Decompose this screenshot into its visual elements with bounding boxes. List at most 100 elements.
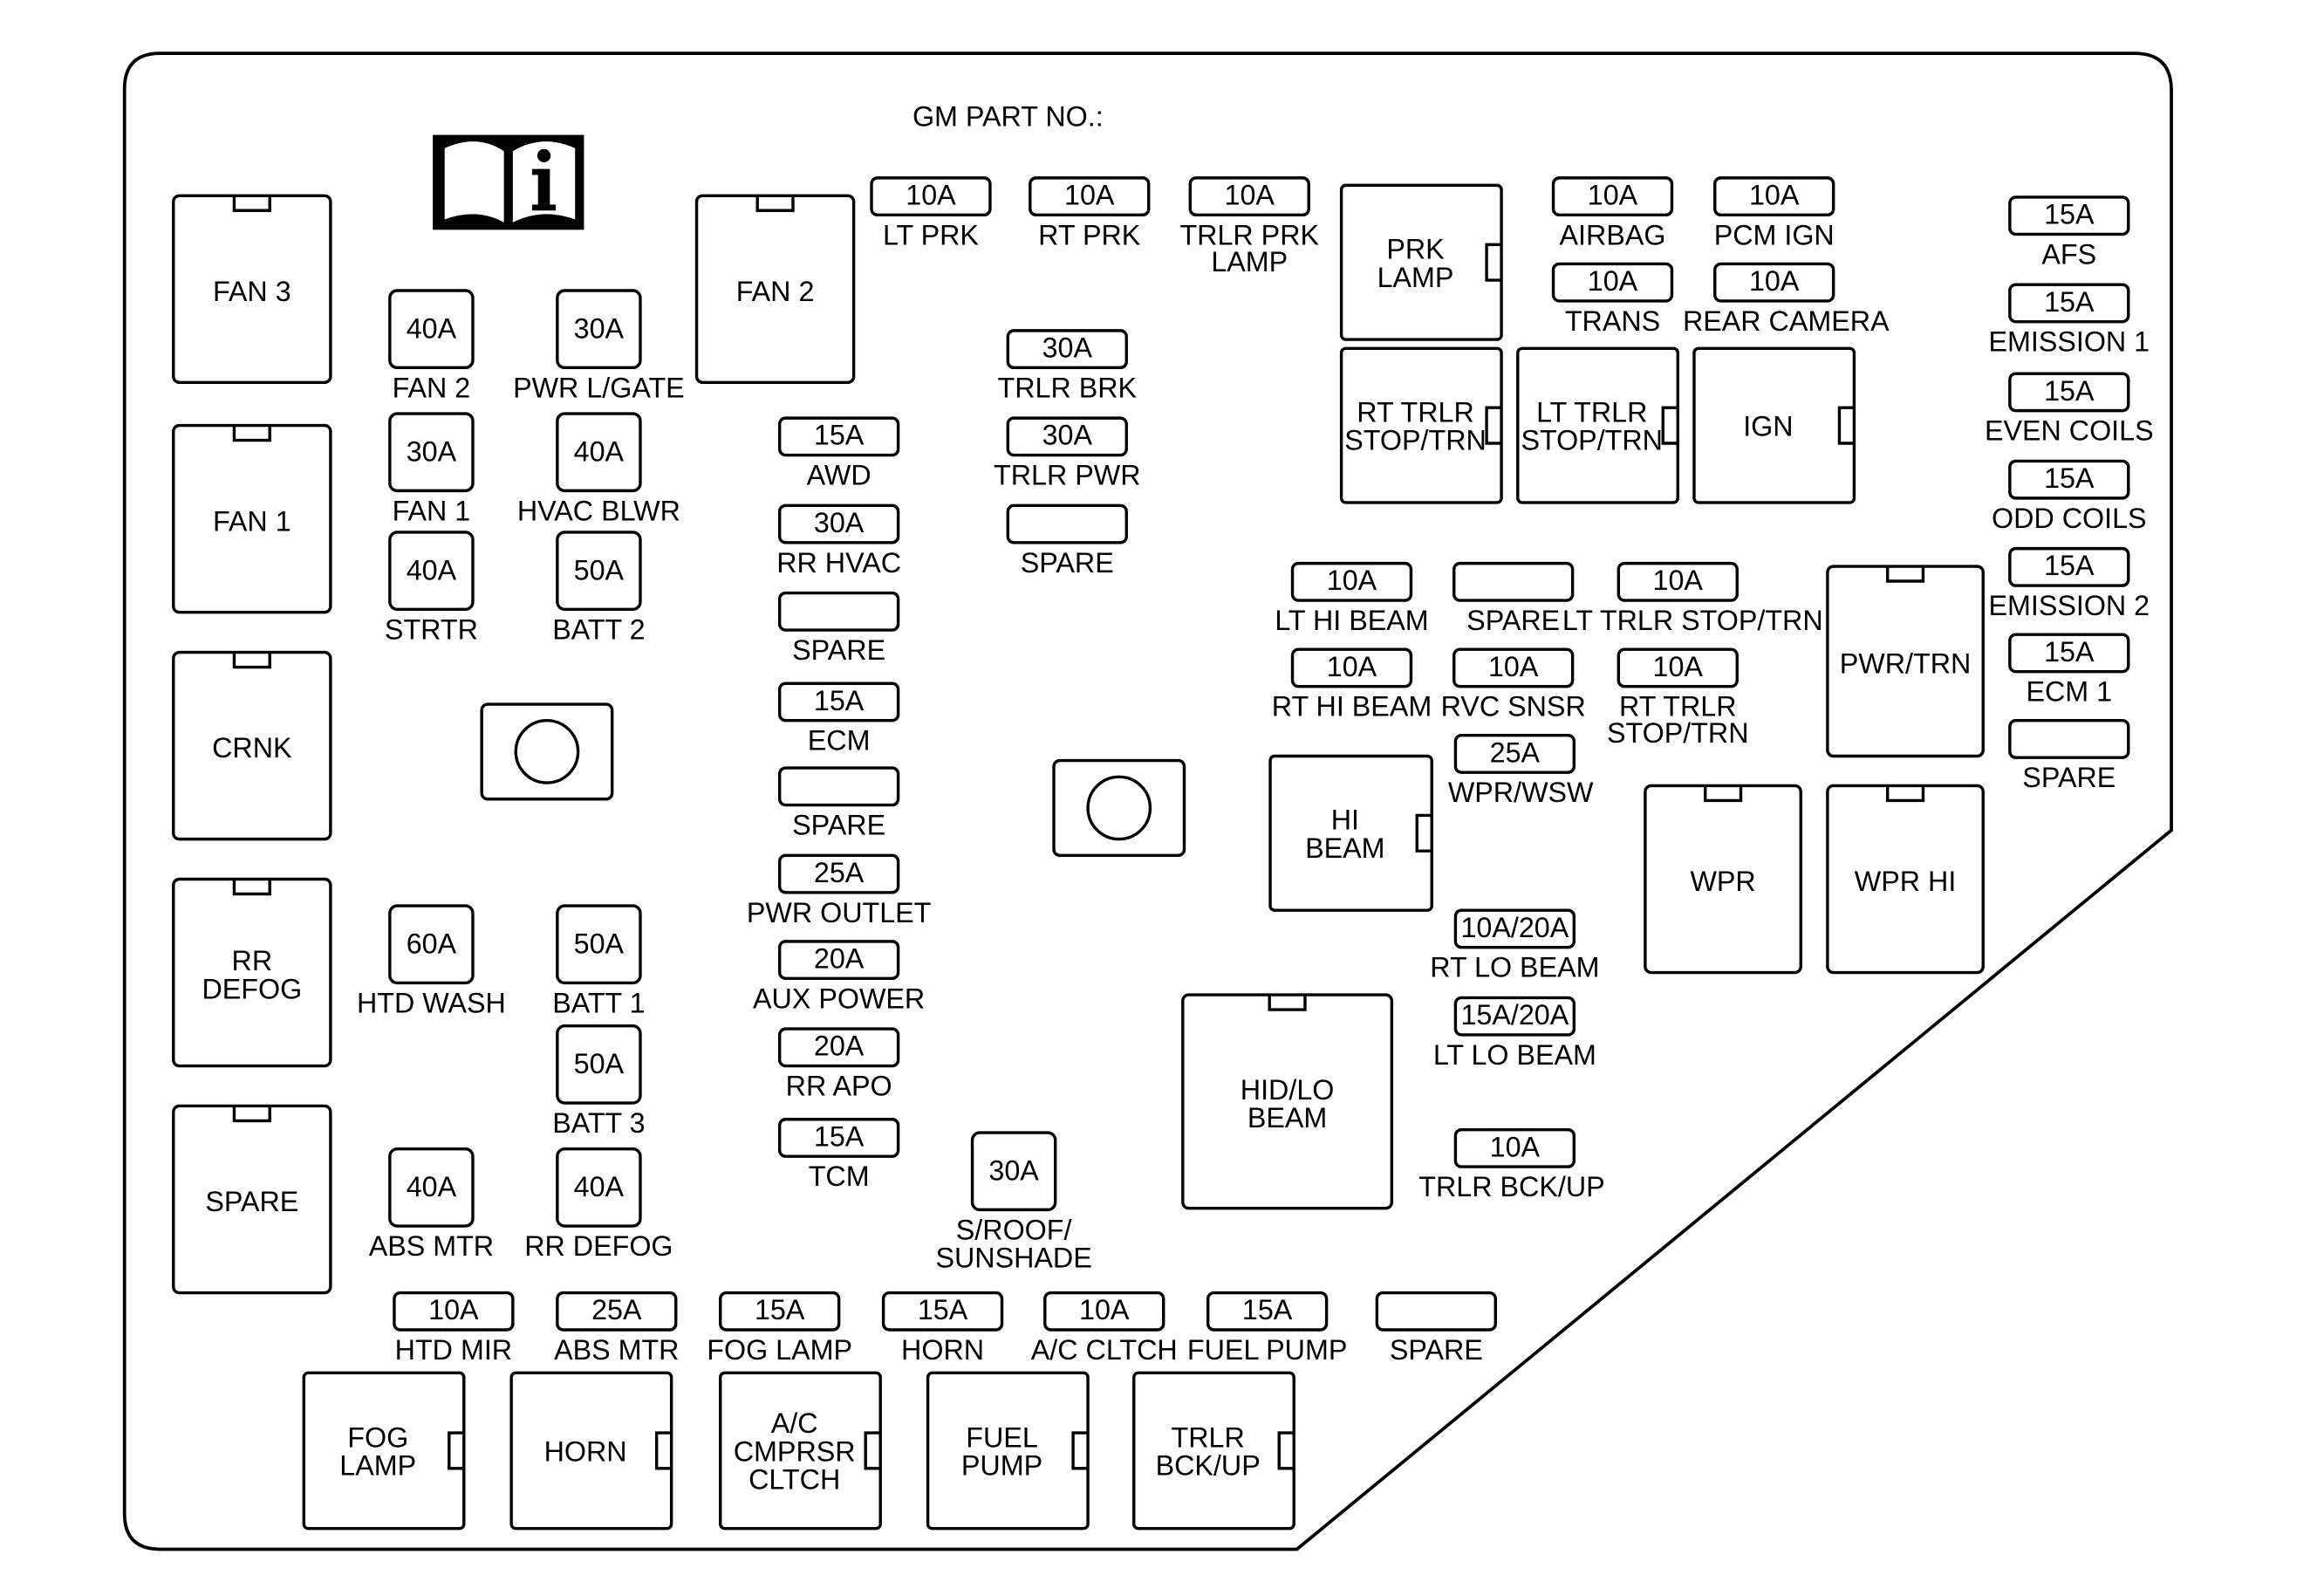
fuse-rating: 20A xyxy=(814,1031,865,1062)
fuse-label: A/C CLTCH xyxy=(1031,1334,1178,1366)
relay-ign: IGN xyxy=(1692,346,1856,504)
fuse-rating: 30A xyxy=(1042,332,1093,363)
fuse-rating: 10A xyxy=(1749,179,1800,210)
maxi-fuse-sroof-sunshade: 30A S/ROOF/SUNSHADE xyxy=(935,1131,1092,1274)
fuse-label: SPARE xyxy=(1390,1334,1483,1366)
fuse-label: HTD WASH xyxy=(357,987,506,1018)
relay-label: PRK xyxy=(1386,234,1445,265)
fuse-label: BATT 1 xyxy=(552,987,645,1018)
fuse-label: RT PRK xyxy=(1038,219,1141,250)
fuse-label: STOP/TRN xyxy=(1607,717,1749,749)
relay-horn-relay: HORN xyxy=(509,1371,673,1531)
fuse-label: TRANS xyxy=(1565,305,1660,337)
fuse-rating: 40A xyxy=(574,1171,625,1202)
fuse-label: LT HI BEAM xyxy=(1275,605,1428,636)
fuse-label: BATT 2 xyxy=(552,613,645,645)
fuse-label: RT LO BEAM xyxy=(1430,952,1599,983)
fuse-rating: 30A xyxy=(988,1154,1039,1186)
fuse-rating: 40A xyxy=(407,554,457,586)
fuse-label: SUNSHADE xyxy=(935,1243,1091,1274)
fuse-label: HVAC BLWR xyxy=(517,495,680,526)
fuse-label: TRLR PRK xyxy=(1179,219,1319,250)
fuse-rating: 30A xyxy=(1042,420,1093,451)
fuse-label: TRLR BCK/UP xyxy=(1418,1171,1604,1202)
fuse-rating: 10A xyxy=(1653,651,1704,682)
maxi-fuse-hvac-blwr: 40A HVAC BLWR xyxy=(517,412,680,526)
relay-label: TRLR xyxy=(1172,1421,1245,1453)
fuse-rating: 10A xyxy=(1588,179,1638,210)
fuse-rating: 50A xyxy=(574,928,625,959)
fuse-label: LT TRLR STOP/TRN xyxy=(1562,605,1823,636)
fuse-rating: 15A xyxy=(814,1120,865,1152)
fuse-label: RR HVAC xyxy=(776,547,901,579)
fuse-rating: 10A xyxy=(1490,1131,1541,1162)
fuse-label: RR DEFOG xyxy=(524,1230,673,1262)
relay-label: SPARE xyxy=(205,1186,298,1217)
relay-label: RR xyxy=(232,945,273,976)
fuse-label: EMISSION 1 xyxy=(1988,326,2150,358)
fuse-rating: 15A xyxy=(2044,462,2095,494)
relay-label: LAMP xyxy=(339,1450,416,1482)
relay-label: FOG xyxy=(347,1421,408,1453)
fuse-rating: 10A xyxy=(1488,651,1539,682)
relay-label: HID/LO xyxy=(1241,1074,1335,1106)
fuse-label: ECM xyxy=(808,725,871,757)
fuse-label: PCM IGN xyxy=(1714,219,1835,250)
fuse-label: STRTR xyxy=(385,613,478,645)
relay-label: PUMP xyxy=(961,1450,1042,1482)
relay-crnk: CRNK xyxy=(172,650,332,841)
fuse-rating: 15A xyxy=(918,1294,968,1325)
fuse-rating: 40A xyxy=(407,1171,457,1202)
mini-fuse-spare-mid-top: SPARE xyxy=(1006,503,1128,579)
fuse-rating: 40A xyxy=(574,435,625,467)
fuse-rating: 50A xyxy=(574,554,625,586)
relay-fan3: FAN 3 xyxy=(172,194,332,385)
fuse-label: AFS xyxy=(2041,238,2096,270)
fuse-label: FOG LAMP xyxy=(707,1334,852,1366)
fuse-label: SPARE xyxy=(1021,547,1114,579)
relay-label: FAN 3 xyxy=(213,276,291,307)
fuse-label: ECM 1 xyxy=(2026,676,2112,708)
mini-fuse-rt-lo-beam: 10A/20A RT LO BEAM xyxy=(1430,908,1600,983)
relay-label: HORN xyxy=(544,1435,627,1467)
fuse-rating: 15A xyxy=(2044,199,2095,230)
fuse-rating: 60A xyxy=(407,928,457,959)
fuse-label: BATT 3 xyxy=(552,1107,645,1139)
fuse-label: RVC SNSR xyxy=(1441,691,1586,723)
relay-label: FAN 2 xyxy=(736,276,815,307)
relay-label: STOP/TRN xyxy=(1521,425,1663,456)
relay-label: A/C xyxy=(771,1407,818,1439)
relay-label: BEAM xyxy=(1247,1102,1327,1133)
mini-fuse-pcm-ign: 10A PCM IGN xyxy=(1713,176,1835,250)
fuse-rating: 10A xyxy=(1749,265,1800,297)
fuse-label: RT HI BEAM xyxy=(1272,691,1432,723)
relay-label: LT TRLR xyxy=(1536,396,1647,428)
fuse-block-outline xyxy=(122,51,2173,1551)
fuse-label: S/ROOF/ xyxy=(956,1214,1072,1245)
fuse-rating: 10A xyxy=(906,179,956,210)
fuse-label: TCM xyxy=(809,1161,870,1192)
relay-wpr-hi: WPR HI xyxy=(1826,784,1985,975)
fuse-label: SPARE xyxy=(792,810,885,841)
fuse-rating: 15A xyxy=(2044,636,2095,668)
fuse-rating: 15A/20A xyxy=(1460,999,1569,1031)
fuse-rating: 10A/20A xyxy=(1460,912,1569,943)
